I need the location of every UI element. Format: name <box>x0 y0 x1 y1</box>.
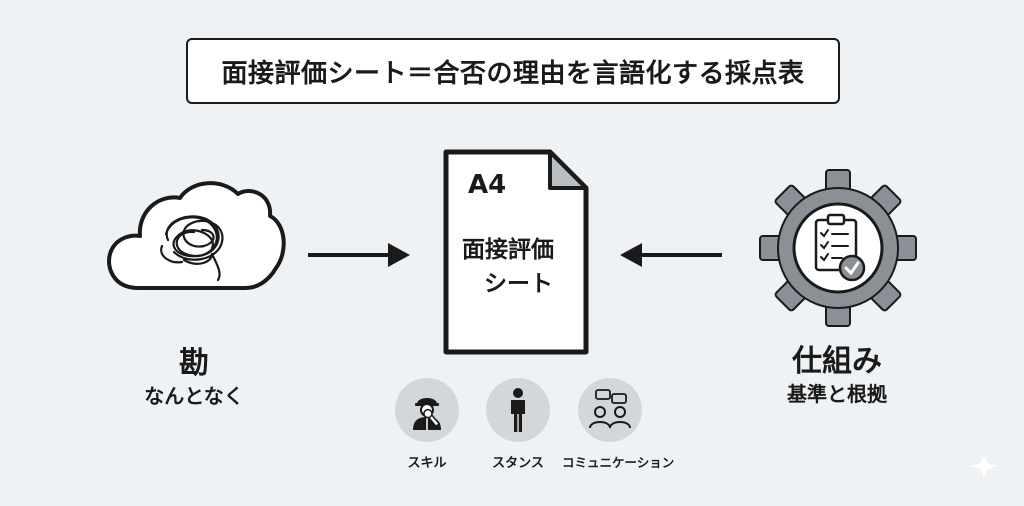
title-text: 面接評価シート＝合否の理由を言語化する採点表 <box>221 58 805 89</box>
criteria-stance-label: スタンス <box>492 456 544 471</box>
doc-size-label: A4 <box>468 170 507 200</box>
doc-title-line1: 面接評価 <box>462 237 554 263</box>
doc-title-line2: シート <box>484 271 553 297</box>
tangled-cloud-icon <box>107 181 286 290</box>
title-banner: 面接評価シート＝合否の理由を言語化する採点表 <box>186 38 840 104</box>
sparkle-icon <box>970 452 998 480</box>
arrow-left-icon <box>620 243 722 267</box>
document-icon <box>443 149 589 355</box>
criteria-communication-label: コミュニケーション <box>562 455 675 470</box>
system-sublabel: 基準と根拠 <box>787 382 887 406</box>
worker-wrench-icon <box>395 378 459 442</box>
system-label: 仕組み <box>792 344 882 379</box>
gear-checklist-icon <box>759 169 917 327</box>
criteria-skill-label: スキル <box>407 456 447 471</box>
person-standing-icon <box>486 378 550 442</box>
intuition-sublabel: なんとなく <box>144 384 244 408</box>
people-chat-icon <box>578 378 642 442</box>
arrow-right-icon <box>308 243 410 267</box>
intuition-label: 勘 <box>179 346 209 381</box>
